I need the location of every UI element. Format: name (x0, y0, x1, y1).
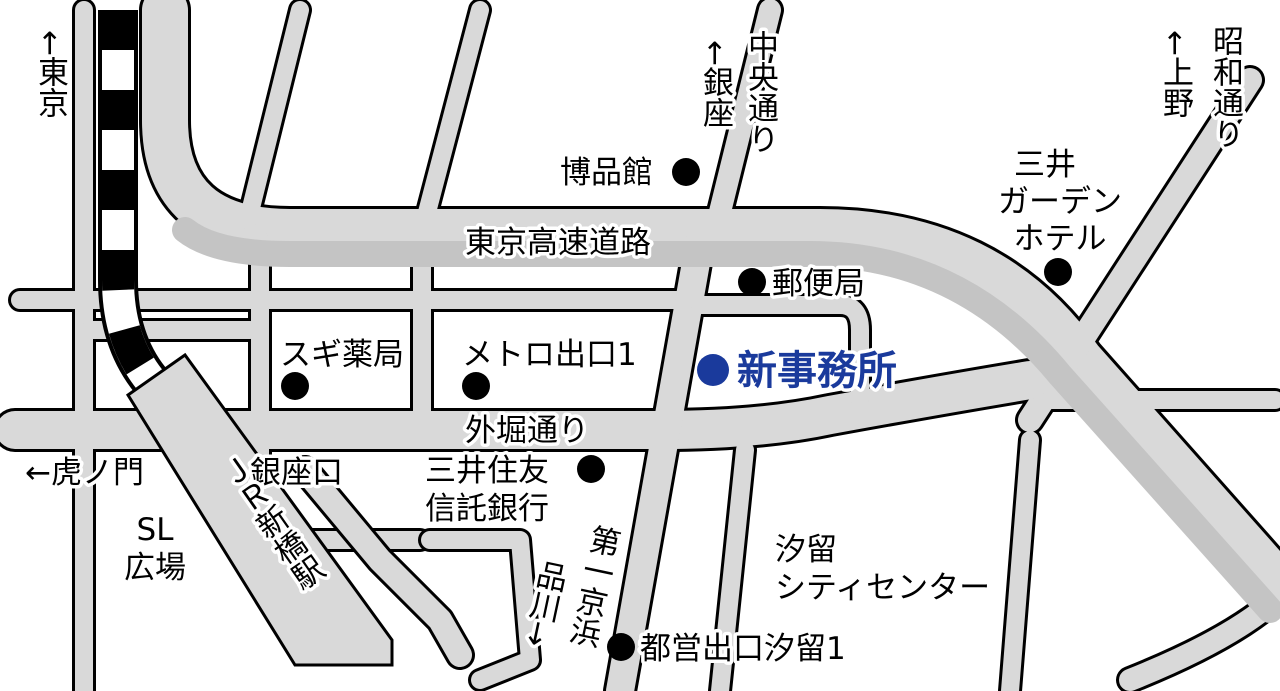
label-chuo-dori: 中央通り (742, 30, 778, 154)
label-mitsui-garden-3: ホテル (1014, 221, 1107, 257)
label-toei-exit: 都営出口汐留1 (640, 631, 846, 667)
post-office-marker (738, 268, 766, 296)
label-tokyo: ←東京 (32, 30, 68, 118)
station-side-road (290, 455, 542, 691)
label-shiodome-2: シティセンター (775, 570, 990, 606)
label-metro-exit: メトロ出口1 (462, 337, 637, 373)
label-sl-2: 広場 (124, 550, 186, 586)
smtb-marker (577, 455, 605, 483)
label-mitsui-garden-2: ガーデン (998, 184, 1122, 220)
railway-track (98, 10, 166, 393)
new-office-marker (697, 354, 729, 386)
label-mitsui-garden-1: 三井 (1014, 147, 1076, 183)
markers (281, 158, 1072, 661)
label-expressway: 東京高速道路 (465, 225, 651, 261)
label-sugi-pharmacy: スギ薬局 (280, 337, 404, 373)
label-ginza: ←銀座 (697, 40, 734, 128)
label-sl-1: SL (137, 512, 175, 548)
sugi-pharmacy-marker (281, 372, 309, 400)
hakuhinkan-marker (672, 158, 700, 186)
label-ueno: ←上野 (1157, 30, 1193, 118)
label-new-office: 新事務所 (737, 348, 897, 394)
label-showa-dori: 昭和通り (1207, 25, 1244, 149)
label-post-office: 郵便局 (772, 266, 865, 302)
label-sotobori-dori: 外堀通り (465, 413, 589, 449)
label-shiodome-1: 汐留 (775, 532, 837, 568)
toei-exit-marker (607, 633, 635, 661)
label-smtb-1: 三井住友 (425, 453, 549, 489)
mitsui-garden-marker (1044, 258, 1072, 286)
label-toranomon: ←虎ノ門 (25, 455, 144, 491)
label-ginza-exit: 銀座口 (250, 455, 343, 491)
label-smtb-2: 信託銀行 (425, 491, 549, 527)
metro-exit-marker (462, 372, 490, 400)
jr-station-building (125, 352, 394, 667)
expressway-inner (172, 217, 1280, 623)
label-hakuhinkan: 博品館 (560, 155, 653, 191)
